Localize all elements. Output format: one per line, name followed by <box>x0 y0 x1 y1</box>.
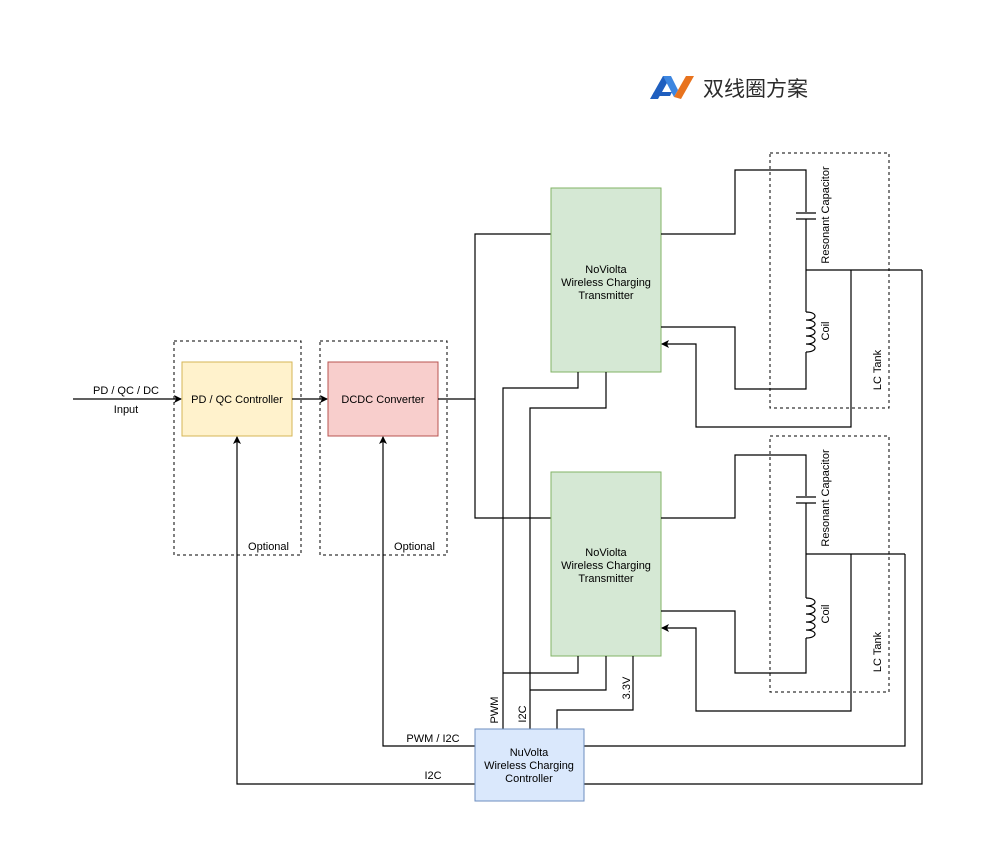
pwm-bottom-line <box>503 656 579 674</box>
power-3v3-line <box>556 656 634 729</box>
controller-block <box>474 728 585 802</box>
lc-tank-bottom-group <box>769 435 890 693</box>
controller-to-pd-arrow <box>233 436 475 785</box>
bottom-sense-to-controller-line <box>584 554 906 747</box>
pwm-top-line <box>502 372 579 729</box>
lc-tank-top-group <box>769 152 890 409</box>
coil-bottom-return-line <box>661 610 807 674</box>
logo-text: 双线圈方案 <box>703 77 808 101</box>
dcdc-to-tx-top-line <box>438 233 551 400</box>
coil-top-icon <box>805 311 816 353</box>
transmitter-top-label-1: NoViolta <box>585 264 627 276</box>
controller-to-dcdc-arrow <box>379 436 475 747</box>
controller-label-1: NuVolta <box>510 747 549 759</box>
dcdc-optional-label: Optional <box>394 541 435 553</box>
transmitter-top-block <box>550 187 662 373</box>
tx-bottom-to-capacitor-line <box>661 454 807 519</box>
top-sense-to-controller-line <box>584 270 923 785</box>
transmitter-bottom-label-3: Transmitter <box>578 573 634 585</box>
i2c-vertical-label: I2C <box>517 705 529 722</box>
pwm-label: PWM <box>489 697 501 724</box>
transmitter-bottom-label-2: Wireless Charging <box>561 560 651 572</box>
logo-icon <box>650 76 694 99</box>
capacitor-bottom-label: Resonant Capacitor <box>820 449 832 547</box>
tx-top-to-capacitor-line <box>661 169 807 235</box>
dcdc-converter-label: DCDC Converter <box>341 394 424 406</box>
input-label-bottom: Input <box>114 404 138 416</box>
transmitter-top-label-3: Transmitter <box>578 290 634 302</box>
i2c-bottom-line <box>530 656 607 691</box>
i2c-top-line <box>529 372 607 729</box>
coil-bottom-icon <box>805 597 816 639</box>
input-label-top: PD / QC / DC <box>93 385 159 397</box>
transmitter-bottom-label-1: NoViolta <box>585 547 627 559</box>
v33-label: 3.3V <box>621 676 633 699</box>
controller-label-3: Controller <box>505 773 553 785</box>
i2c-bottom-label: I2C <box>424 770 441 782</box>
coil-bottom-label: Coil <box>820 605 832 624</box>
lc-tank-bottom-label: LC Tank <box>872 631 884 672</box>
lc-tank-top-label: LC Tank <box>872 349 884 390</box>
dcdc-to-tx-bottom-line <box>474 399 551 519</box>
pd-optional-label: Optional <box>248 541 289 553</box>
lc-bottom-feedback-arrow <box>661 554 852 712</box>
transmitter-top-label-2: Wireless Charging <box>561 277 651 289</box>
pd-qc-controller-label: PD / QC Controller <box>191 394 283 406</box>
transmitter-bottom-block <box>550 471 662 657</box>
lc-top-feedback-arrow <box>661 270 852 428</box>
coil-top-return-line <box>661 326 807 390</box>
coil-top-label: Coil <box>820 322 832 341</box>
capacitor-top-label: Resonant Capacitor <box>820 166 832 264</box>
controller-label-2: Wireless Charging <box>484 760 574 772</box>
pwm-i2c-label: PWM / I2C <box>406 733 459 745</box>
dcdc-converter-block <box>327 361 439 437</box>
